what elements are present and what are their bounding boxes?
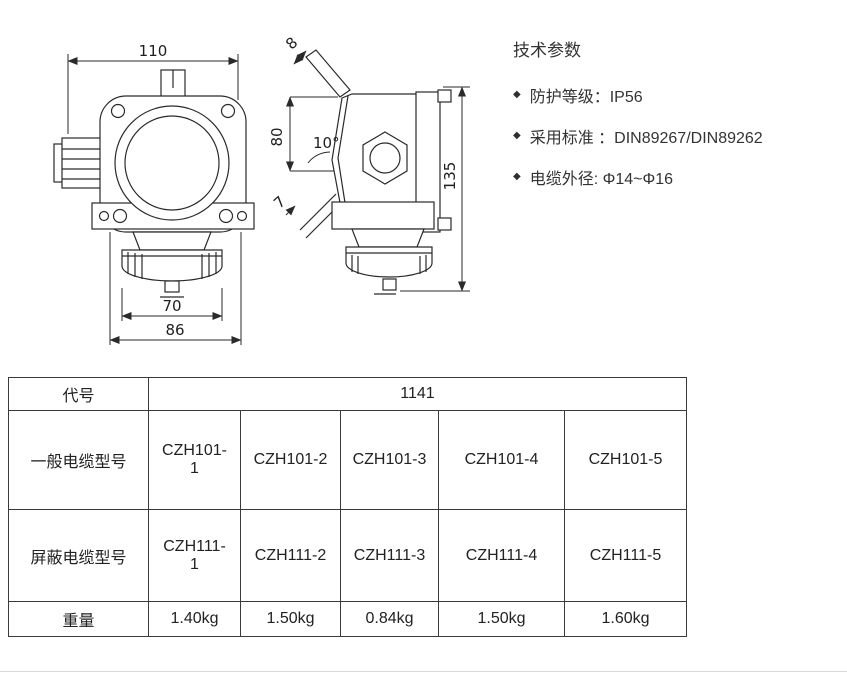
- dim-tab-thickness: 8: [282, 33, 301, 53]
- table-row-weight: 重量 1.40kg 1.50kg 0.84kg 1.50kg 1.60kg: [8, 601, 688, 637]
- side-neck: [351, 228, 425, 248]
- diamond-bullet-icon: ◆: [513, 130, 521, 141]
- bottom-tab: [164, 280, 180, 293]
- table-row-code: 代号 1141: [8, 377, 688, 411]
- bolt-hole: [220, 103, 236, 119]
- spec-text-standard: 采用标准 ：DIN89267/DIN89262: [529, 130, 763, 147]
- front-dimensions: 110 70 86: [67, 42, 242, 345]
- table-row-general-cable: 一般电缆型号 CZH101-1 CZH101-2 CZH101-3 CZH101…: [8, 410, 688, 510]
- table-cell: 0.84kg: [340, 601, 439, 637]
- table-cell: CZH111-1: [148, 509, 241, 602]
- table-cell: 1.50kg: [438, 601, 565, 637]
- flange-tab: [437, 217, 452, 231]
- spec-item-cable-diameter: ◆ 电缆外径: Φ14~Φ16: [513, 165, 843, 189]
- spec-table: 代号 1141 一般电缆型号 CZH101-1 CZH101-2 CZH101-…: [8, 377, 688, 637]
- table-cell: CZH101-2: [240, 410, 341, 510]
- bolt-hole: [218, 208, 234, 224]
- side-bracket: [331, 201, 435, 230]
- table-cell: CZH111-5: [563, 509, 688, 602]
- hex-nut: [362, 131, 408, 185]
- bolt-hole: [112, 208, 128, 224]
- hex-nut-bore: [369, 142, 401, 174]
- dim-taper-angle: 10°: [313, 134, 340, 152]
- table-cell: 1.50kg: [240, 601, 341, 637]
- spec-text-cable-diameter: 电缆外径: Φ14~Φ16: [529, 171, 674, 188]
- specs-title: 技术参数: [513, 41, 581, 60]
- table-cell: CZH101-4: [438, 410, 565, 510]
- row-label-general-cable: 一般电缆型号: [8, 410, 149, 510]
- neck: [132, 231, 212, 251]
- table-row-shielded-cable: 屏蔽电缆型号 CZH111-1 CZH111-2 CZH111-3 CZH111…: [8, 509, 688, 602]
- diamond-bullet-icon: ◆: [513, 89, 521, 100]
- body-inner-circle: [124, 115, 220, 211]
- row-label-code: 代号: [8, 377, 149, 411]
- bottom-divider: [0, 671, 847, 672]
- diamond-bullet-icon: ◆: [513, 171, 521, 182]
- table-cell: CZH111-3: [340, 509, 439, 602]
- side-view: [299, 49, 452, 295]
- table-cell: CZH111-2: [240, 509, 341, 602]
- spec-item-standard: ◆ 采用标准 ：DIN89267/DIN89262: [513, 124, 843, 148]
- dim-offset: 7: [270, 192, 289, 212]
- technical-drawing-svg: 110 70 86: [53, 33, 470, 345]
- table-cell: CZH111-4: [438, 509, 565, 602]
- side-gland: [345, 246, 433, 278]
- front-view: [53, 69, 255, 298]
- table-cell: 1.60kg: [563, 601, 688, 637]
- table-cell: CZH101-1: [148, 410, 241, 510]
- dim-width-top: 110: [139, 42, 168, 60]
- dim-total-height: 135: [441, 162, 459, 191]
- side-dimensions: 8 80 10° 7 135: [268, 33, 470, 292]
- body-circle: [114, 105, 230, 221]
- dim-width-gland: 70: [162, 297, 181, 315]
- spec-item-protection: ◆ 防护等级：IP56: [513, 83, 843, 107]
- gland-nut: [121, 249, 223, 282]
- dim-body-height: 80: [268, 127, 286, 146]
- bracket-hole: [236, 210, 248, 222]
- dim-width-base: 86: [165, 321, 184, 339]
- flange-tab: [437, 89, 452, 103]
- technical-drawing: 110 70 86: [0, 0, 520, 370]
- table-cell: CZH101-5: [563, 410, 688, 510]
- code-value: 1141: [147, 377, 688, 411]
- spec-text-protection: 防护等级：IP56: [529, 89, 643, 106]
- row-label-shielded-cable: 屏蔽电缆型号: [8, 509, 149, 602]
- table-cell: CZH101-3: [340, 410, 439, 510]
- tech-specs: 技术参数 ◆ 防护等级：IP56 ◆ 采用标准 ：DIN89267/DIN892…: [513, 36, 843, 206]
- bolt-hole: [110, 103, 126, 119]
- side-bottom-tab: [382, 278, 397, 291]
- tilted-tab: [305, 49, 351, 98]
- table-cell: 1.40kg: [148, 601, 241, 637]
- bracket-hole: [98, 210, 110, 222]
- row-label-weight: 重量: [8, 601, 149, 637]
